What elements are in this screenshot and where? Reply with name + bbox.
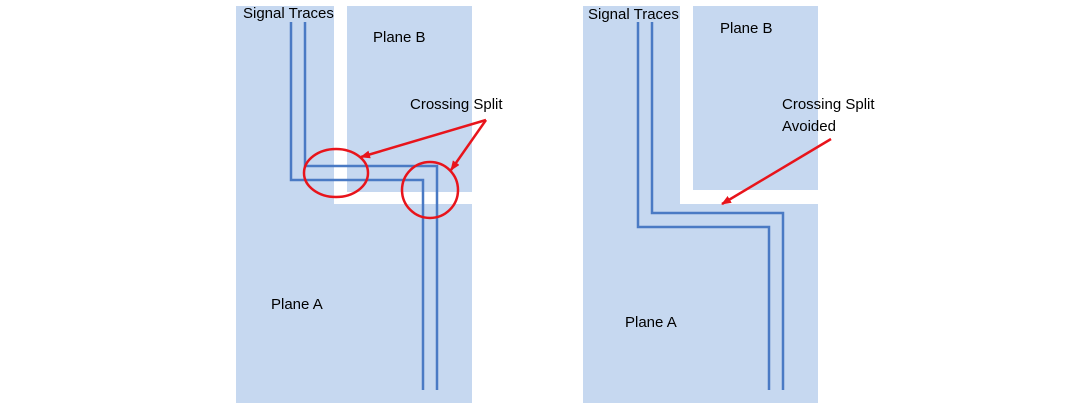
right-crossing-split-label: Crossing Split bbox=[782, 96, 875, 113]
right-panel: Signal Traces Plane B Crossing Split Avo… bbox=[583, 6, 875, 403]
right-signal-traces-label: Signal Traces bbox=[588, 6, 679, 23]
right-signal-trace-outer bbox=[636, 22, 771, 390]
right-plane-a bbox=[583, 6, 818, 403]
left-plane-b-label: Plane B bbox=[373, 29, 426, 46]
right-annotation-arrow bbox=[721, 137, 832, 206]
left-annotation-arrow-2 bbox=[449, 119, 488, 171]
left-plane-a-label: Plane A bbox=[271, 296, 323, 313]
left-crossing-circle-1 bbox=[302, 147, 370, 199]
left-annotation-arrow-1 bbox=[360, 118, 487, 159]
right-plane-a-label: Plane A bbox=[625, 314, 677, 331]
right-signal-trace-inner bbox=[650, 22, 785, 390]
left-signal-trace-inner bbox=[303, 22, 439, 390]
right-avoided-label: Avoided bbox=[782, 118, 836, 135]
left-signal-traces-label: Signal Traces bbox=[243, 5, 334, 22]
left-crossing-circle-2 bbox=[400, 160, 460, 220]
left-panel: Signal Traces Plane B Crossing Split Pla… bbox=[236, 5, 503, 403]
right-plane-b-label: Plane B bbox=[720, 20, 773, 37]
left-crossing-split-label: Crossing Split bbox=[410, 96, 503, 113]
left-plane-a bbox=[236, 6, 472, 403]
left-signal-trace-outer bbox=[289, 22, 425, 390]
